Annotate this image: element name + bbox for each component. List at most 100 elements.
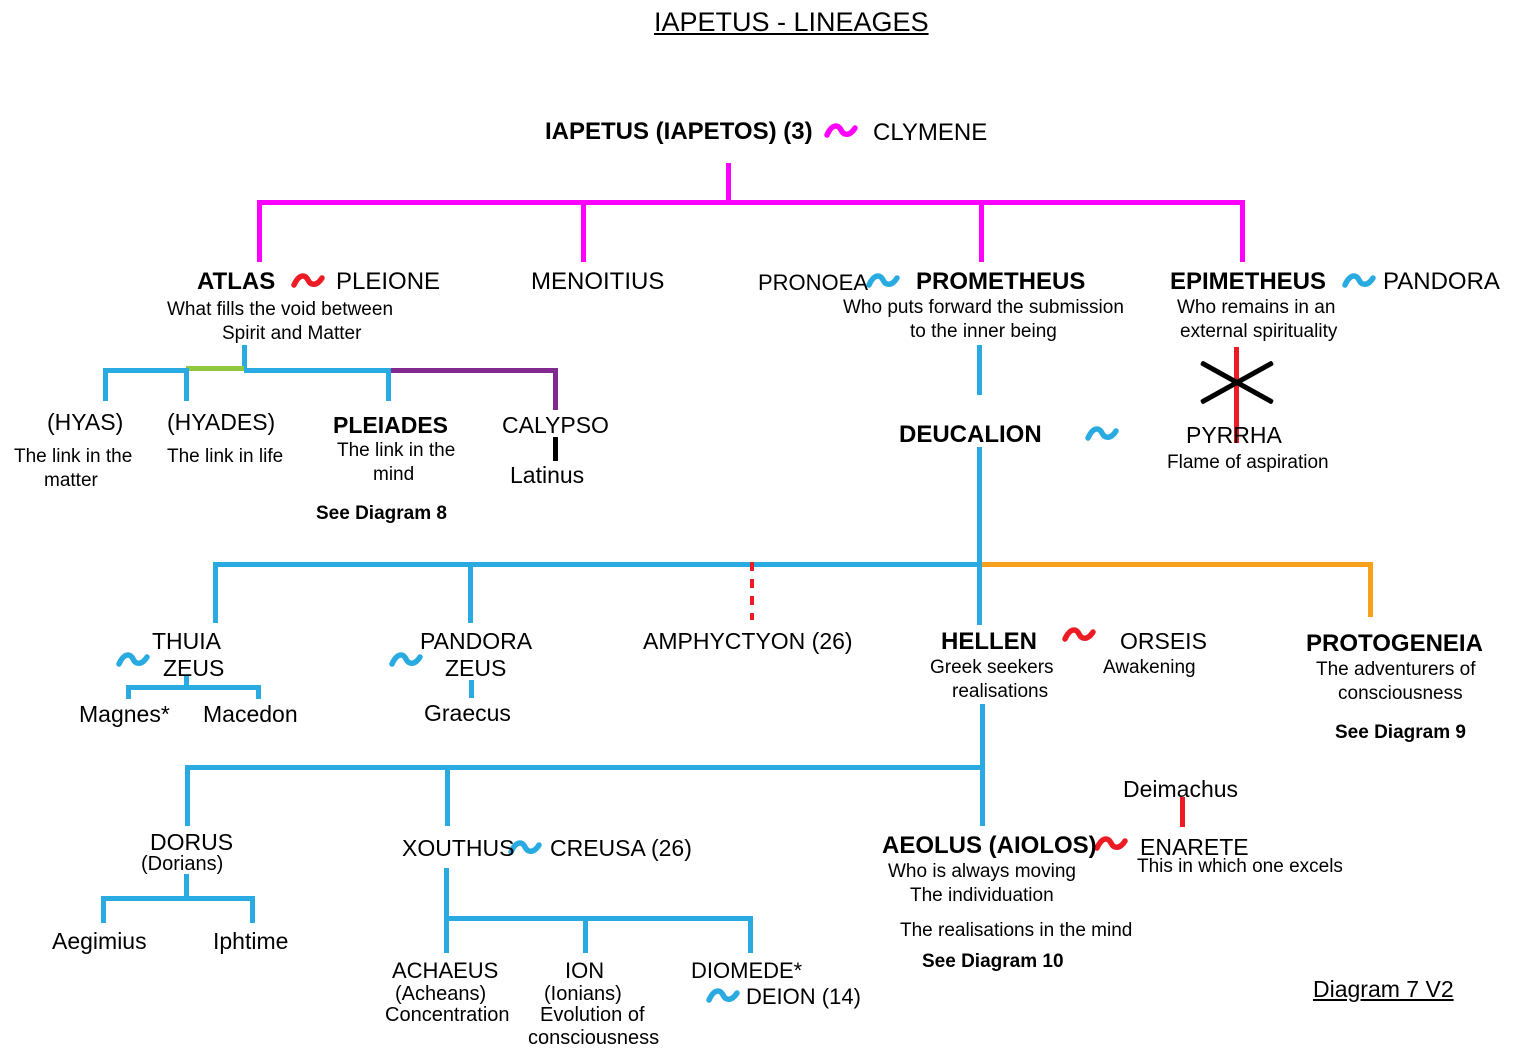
atlas-description: What fills the void between bbox=[167, 299, 394, 320]
protogeneia-branch-line bbox=[977, 562, 1373, 567]
node-creusa: CREUSA (26) bbox=[550, 835, 692, 861]
pandora-graecus-line bbox=[469, 680, 474, 698]
xouthus-drop-line bbox=[445, 765, 450, 826]
node-protogeneia: PROTOGENEIA bbox=[1306, 630, 1483, 657]
hyas-description: The link in the bbox=[14, 446, 133, 467]
atlas-drop-line bbox=[257, 200, 262, 262]
node-magnes: Magnes* bbox=[79, 701, 170, 727]
node-macedon: Macedon bbox=[203, 701, 298, 727]
magnes-drop-line bbox=[126, 685, 131, 699]
achaeus-description: Concentration bbox=[385, 1004, 510, 1026]
aegimius-drop-line bbox=[101, 896, 106, 923]
node-ion: ION bbox=[565, 958, 605, 983]
epimetheus-description: Who remains in an bbox=[1177, 297, 1336, 318]
atlas-bracket-cyan-left bbox=[103, 368, 186, 373]
node-aegimius: Aegimius bbox=[52, 928, 147, 954]
diomede-drop-line bbox=[748, 916, 753, 953]
aeolus-description: The realisations in the mind bbox=[900, 920, 1133, 941]
node-atlas: ATLAS bbox=[197, 268, 276, 295]
union-tilde-icon bbox=[1085, 424, 1119, 446]
hyades-drop-line bbox=[184, 368, 189, 401]
dorus-stem-line bbox=[184, 874, 189, 897]
atlas-stem-line bbox=[242, 345, 247, 370]
node-deimachus: Deimachus bbox=[1123, 776, 1239, 802]
atlas-bracket-green-segment bbox=[186, 366, 244, 371]
node-zeus-thuia: ZEUS bbox=[163, 655, 225, 681]
dorus-epithet: (Dorians) bbox=[141, 853, 224, 875]
diagram-title: IAPETUS - LINEAGES bbox=[654, 7, 929, 37]
union-tilde-icon bbox=[389, 650, 423, 672]
union-tilde-icon bbox=[824, 121, 858, 143]
epimetheus-description: external spirituality bbox=[1180, 321, 1338, 342]
node-clymene: CLYMENE bbox=[873, 119, 988, 146]
aeolus-description: Who is always moving bbox=[888, 861, 1076, 882]
union-tilde-icon bbox=[291, 271, 325, 293]
macedon-drop-line bbox=[256, 685, 261, 699]
node-hyas: (HYAS) bbox=[47, 409, 124, 435]
prometheus-drop-line bbox=[979, 200, 984, 262]
pleiades-description: The link in the bbox=[337, 440, 456, 461]
prometheus-deucalion-line bbox=[977, 345, 982, 395]
hyades-description: The link in life bbox=[167, 446, 284, 467]
union-tilde-icon bbox=[706, 986, 740, 1008]
node-pandora2: PANDORA bbox=[420, 628, 533, 654]
ion-description: consciousness bbox=[528, 1027, 660, 1049]
thuia-children-bracket-line bbox=[126, 685, 261, 690]
enarete-description: This in which one excels bbox=[1137, 856, 1343, 877]
epimetheus-drop-line bbox=[1240, 200, 1245, 262]
node-aeolus: AEOLUS (AIOLOS) bbox=[882, 832, 1097, 859]
prometheus-description: to the inner being bbox=[910, 321, 1057, 342]
xouthus-children-bracket-line bbox=[444, 916, 753, 921]
achaeus-drop-line bbox=[444, 916, 449, 953]
node-pyrrha: PYRRHA bbox=[1186, 422, 1282, 448]
node-enarete: ENARETE bbox=[1140, 834, 1249, 860]
node-iapetus: IAPETUS (IAPETOS) (3) bbox=[545, 118, 813, 145]
node-xouthus: XOUTHUS bbox=[402, 835, 515, 861]
diagram-footer-label: Diagram 7 V2 bbox=[1313, 976, 1454, 1002]
atlas-bracket-purple-segment bbox=[388, 368, 558, 373]
node-pleiades: PLEIADES bbox=[333, 412, 449, 438]
hellen-description: Greek seekers bbox=[930, 657, 1054, 678]
achaeus-epithet: (Acheans) bbox=[395, 983, 487, 1005]
protogeneia-drop-line bbox=[1368, 562, 1373, 617]
node-graecus: Graecus bbox=[424, 700, 511, 726]
node-orseis: ORSEIS bbox=[1120, 628, 1207, 654]
node-thuia: THUIA bbox=[152, 628, 221, 654]
union-tilde-icon bbox=[1062, 625, 1096, 647]
node-calypso: CALYPSO bbox=[502, 412, 609, 438]
generation1-bracket-line bbox=[257, 200, 1245, 205]
epimetheus-pyrrha-line bbox=[1234, 347, 1239, 443]
node-pandora: PANDORA bbox=[1383, 268, 1500, 295]
hyas-drop-line bbox=[103, 368, 108, 401]
node-hyades: (HYADES) bbox=[167, 409, 276, 435]
node-diomede: DIOMEDE* bbox=[691, 958, 803, 983]
node-pleione: PLEIONE bbox=[336, 268, 441, 295]
node-iphtime: Iphtime bbox=[213, 928, 289, 954]
see-diagram-9-note: See Diagram 9 bbox=[1335, 722, 1466, 743]
pleiades-description: mind bbox=[373, 464, 415, 485]
protogeneia-description: consciousness bbox=[1338, 683, 1463, 704]
pyrrha-description: Flame of aspiration bbox=[1167, 452, 1329, 473]
thuia-zeus-stem-line bbox=[184, 676, 189, 687]
atlas-description: Spirit and Matter bbox=[222, 323, 362, 344]
aeolus-description: The individuation bbox=[910, 885, 1054, 906]
hellen-children-bracket-line bbox=[185, 765, 985, 770]
node-deucalion: DEUCALION bbox=[899, 421, 1042, 448]
prometheus-description: Who puts forward the submission bbox=[843, 297, 1124, 318]
see-diagram-10-note: See Diagram 10 bbox=[922, 951, 1064, 972]
hellen-stem-line bbox=[980, 704, 985, 766]
iapetus-stem-line bbox=[726, 163, 731, 201]
xouthus-stem-line bbox=[444, 868, 449, 917]
ion-epithet: (Ionians) bbox=[544, 983, 622, 1005]
pleiades-drop-line bbox=[386, 368, 391, 401]
node-latinus: Latinus bbox=[510, 462, 585, 488]
hyas-description: matter bbox=[44, 470, 98, 491]
ion-drop-line bbox=[583, 916, 588, 953]
atlas-bracket-cyan-right bbox=[244, 368, 388, 373]
union-tilde-icon bbox=[1094, 834, 1128, 856]
thuia-drop-line bbox=[213, 562, 218, 623]
calypso-drop-line bbox=[553, 368, 558, 410]
union-tilde-icon bbox=[866, 271, 900, 293]
node-prometheus: PROMETHEUS bbox=[916, 268, 1086, 295]
